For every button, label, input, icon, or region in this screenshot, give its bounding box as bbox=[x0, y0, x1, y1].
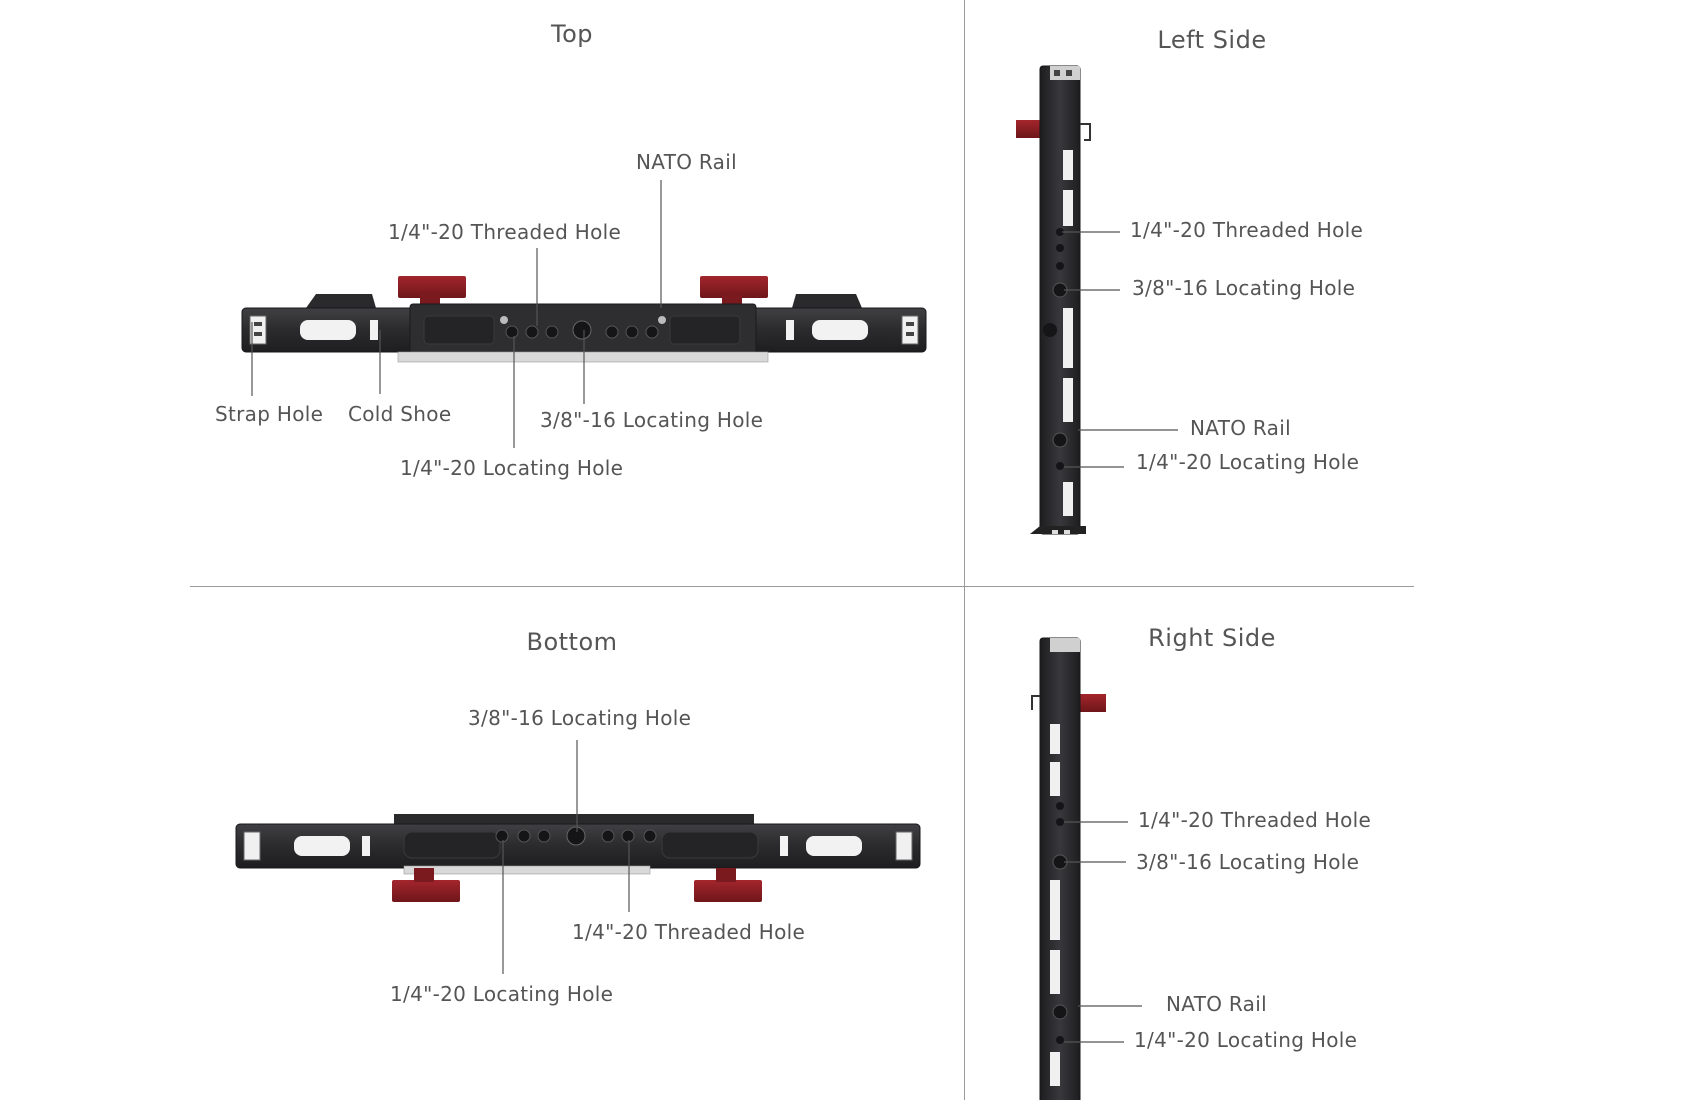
left-side-leaders bbox=[1062, 231, 1178, 468]
left-nato-rail-label: NATO Rail bbox=[1190, 416, 1291, 440]
right-locating-hole-14-label: 1/4"-20 Locating Hole bbox=[1134, 1028, 1358, 1052]
bottom-threaded-hole-label: 1/4"-20 Threaded Hole bbox=[572, 920, 806, 944]
right-side-leaders bbox=[1064, 821, 1142, 1043]
bottom-view-plate bbox=[235, 814, 921, 902]
right-side-title: Right Side bbox=[1148, 624, 1276, 652]
top-view-title: Top bbox=[551, 20, 593, 48]
bottom-locating-hole-38-label: 3/8"-16 Locating Hole bbox=[468, 706, 692, 730]
top-strap-hole-label: Strap Hole bbox=[215, 402, 324, 426]
bottom-view-leaders bbox=[502, 740, 630, 974]
left-locating-hole-14-label: 1/4"-20 Locating Hole bbox=[1136, 450, 1360, 474]
top-cold-shoe-label: Cold Shoe bbox=[348, 402, 452, 426]
left-side-title: Left Side bbox=[1157, 26, 1267, 54]
top-locating-hole-14-label: 1/4"-20 Locating Hole bbox=[400, 456, 624, 480]
left-locating-hole-38-label: 3/8"-16 Locating Hole bbox=[1132, 276, 1356, 300]
top-nato-rail-label: NATO Rail bbox=[636, 150, 737, 174]
bottom-locating-hole-14-label: 1/4"-20 Locating Hole bbox=[390, 982, 614, 1006]
top-threaded-hole-label: 1/4"-20 Threaded Hole bbox=[388, 220, 622, 244]
right-nato-rail-label: NATO Rail bbox=[1166, 992, 1267, 1016]
top-view-leaders bbox=[251, 180, 662, 448]
left-threaded-hole-label: 1/4"-20 Threaded Hole bbox=[1130, 218, 1364, 242]
left-side-plate bbox=[1016, 65, 1091, 535]
top-view-plate bbox=[241, 276, 927, 363]
right-side-plate bbox=[1031, 637, 1106, 1100]
bottom-view-title: Bottom bbox=[526, 628, 618, 656]
vertical-divider bbox=[964, 0, 965, 1100]
top-locating-hole-38-label: 3/8"-16 Locating Hole bbox=[540, 408, 764, 432]
horizontal-divider bbox=[190, 586, 1414, 587]
right-threaded-hole-label: 1/4"-20 Threaded Hole bbox=[1138, 808, 1372, 832]
right-locating-hole-38-label: 3/8"-16 Locating Hole bbox=[1136, 850, 1360, 874]
